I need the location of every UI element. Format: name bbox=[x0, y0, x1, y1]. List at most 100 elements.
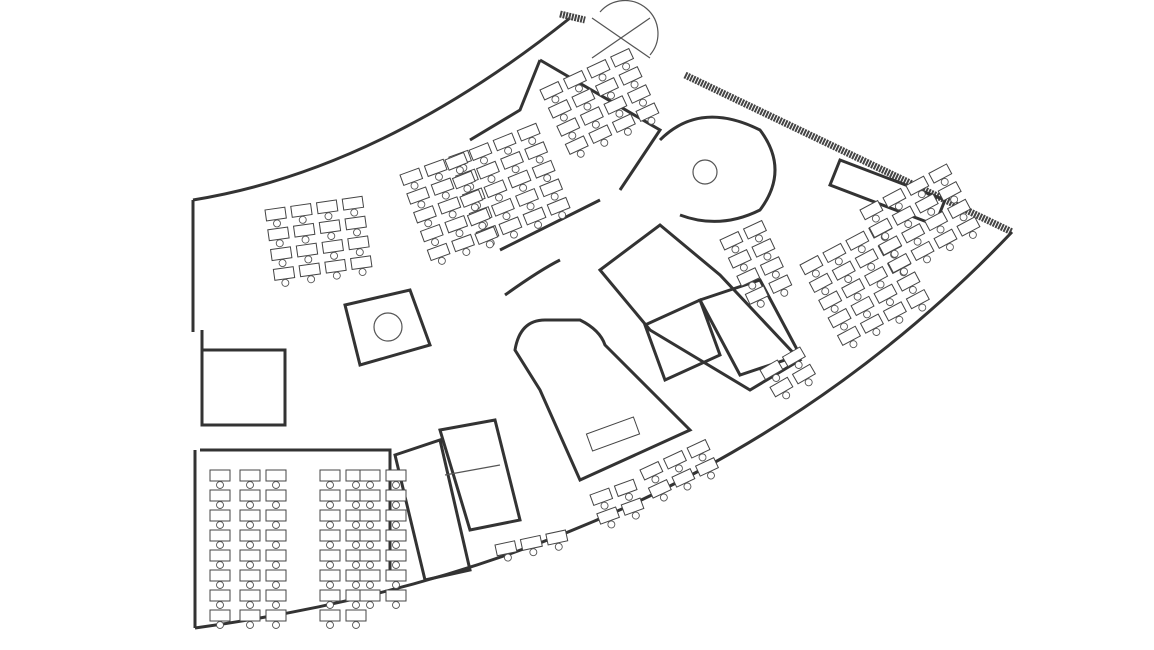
entry-wall bbox=[559, 10, 586, 24]
desk bbox=[781, 346, 807, 368]
desk bbox=[515, 188, 540, 208]
desk bbox=[620, 497, 645, 516]
top-right-window-wall bbox=[683, 71, 1014, 236]
chair bbox=[707, 471, 715, 480]
desk bbox=[265, 529, 287, 542]
desk bbox=[626, 84, 652, 104]
desk bbox=[736, 267, 761, 287]
desk bbox=[298, 262, 321, 278]
desk bbox=[891, 205, 916, 226]
desk bbox=[845, 230, 870, 251]
desk bbox=[444, 215, 469, 234]
desk bbox=[594, 77, 620, 97]
desk bbox=[841, 278, 866, 299]
desk bbox=[406, 186, 431, 205]
chair bbox=[246, 581, 254, 589]
desk bbox=[727, 249, 752, 269]
chair bbox=[526, 202, 535, 211]
desk bbox=[239, 609, 261, 622]
desk bbox=[831, 260, 856, 281]
corridor-partitions bbox=[499, 198, 601, 297]
chair bbox=[326, 521, 334, 529]
chair bbox=[301, 235, 310, 244]
chair bbox=[504, 146, 513, 155]
chair bbox=[435, 172, 443, 181]
chair bbox=[392, 561, 400, 569]
chair bbox=[651, 475, 660, 484]
chair bbox=[502, 212, 511, 221]
desk bbox=[556, 117, 581, 137]
chair bbox=[366, 601, 374, 609]
desk bbox=[270, 246, 293, 262]
desk bbox=[385, 529, 407, 542]
chair bbox=[366, 481, 374, 489]
chair bbox=[936, 225, 945, 234]
desk bbox=[742, 219, 768, 240]
desk bbox=[265, 549, 287, 562]
chair bbox=[811, 269, 820, 278]
chair bbox=[272, 521, 280, 529]
left-meeting-room bbox=[200, 330, 287, 427]
desk bbox=[265, 469, 287, 482]
desk bbox=[507, 169, 532, 189]
chair bbox=[326, 561, 334, 569]
chair bbox=[731, 245, 740, 254]
utility-divider bbox=[444, 464, 501, 476]
chair bbox=[683, 482, 692, 491]
chair bbox=[607, 520, 616, 529]
desk bbox=[319, 469, 341, 482]
chair bbox=[927, 207, 936, 216]
chair bbox=[358, 268, 367, 276]
desk bbox=[315, 199, 339, 215]
chair bbox=[326, 581, 334, 589]
chair bbox=[918, 303, 927, 312]
desk bbox=[946, 198, 972, 220]
desk bbox=[423, 158, 448, 178]
desk bbox=[639, 460, 664, 481]
chair bbox=[366, 561, 374, 569]
chair bbox=[923, 255, 931, 264]
desk-cluster bbox=[444, 122, 571, 249]
desk bbox=[882, 187, 907, 209]
desk bbox=[444, 151, 469, 171]
desk bbox=[519, 534, 543, 551]
desk bbox=[759, 359, 784, 381]
desk bbox=[596, 506, 621, 525]
chair bbox=[748, 281, 757, 290]
chair bbox=[543, 174, 552, 182]
desk bbox=[239, 469, 261, 482]
desk bbox=[267, 226, 290, 242]
chair bbox=[485, 240, 494, 249]
chair bbox=[917, 190, 926, 199]
chair bbox=[886, 298, 894, 307]
chair bbox=[216, 621, 224, 629]
central-utility-rooms bbox=[393, 418, 522, 582]
chair bbox=[216, 501, 224, 509]
chair bbox=[782, 391, 791, 400]
desk bbox=[209, 509, 231, 522]
chair bbox=[272, 581, 280, 589]
desk bbox=[719, 230, 744, 251]
desk bbox=[466, 207, 491, 227]
chair bbox=[511, 165, 520, 174]
desk bbox=[318, 219, 342, 235]
chair bbox=[246, 561, 254, 569]
chair bbox=[623, 127, 632, 136]
chair bbox=[326, 501, 334, 509]
desk bbox=[768, 274, 793, 295]
desk bbox=[744, 285, 769, 306]
desk bbox=[265, 609, 287, 622]
chair bbox=[278, 259, 287, 268]
chair bbox=[352, 601, 360, 609]
desk bbox=[864, 265, 889, 287]
chair bbox=[281, 278, 290, 287]
chair bbox=[330, 251, 339, 260]
reception-curve bbox=[658, 115, 777, 223]
desk bbox=[321, 239, 344, 254]
chair bbox=[272, 621, 280, 629]
chair bbox=[366, 521, 374, 529]
chair bbox=[630, 80, 639, 89]
desk-cluster bbox=[589, 478, 645, 529]
chair bbox=[558, 211, 567, 220]
